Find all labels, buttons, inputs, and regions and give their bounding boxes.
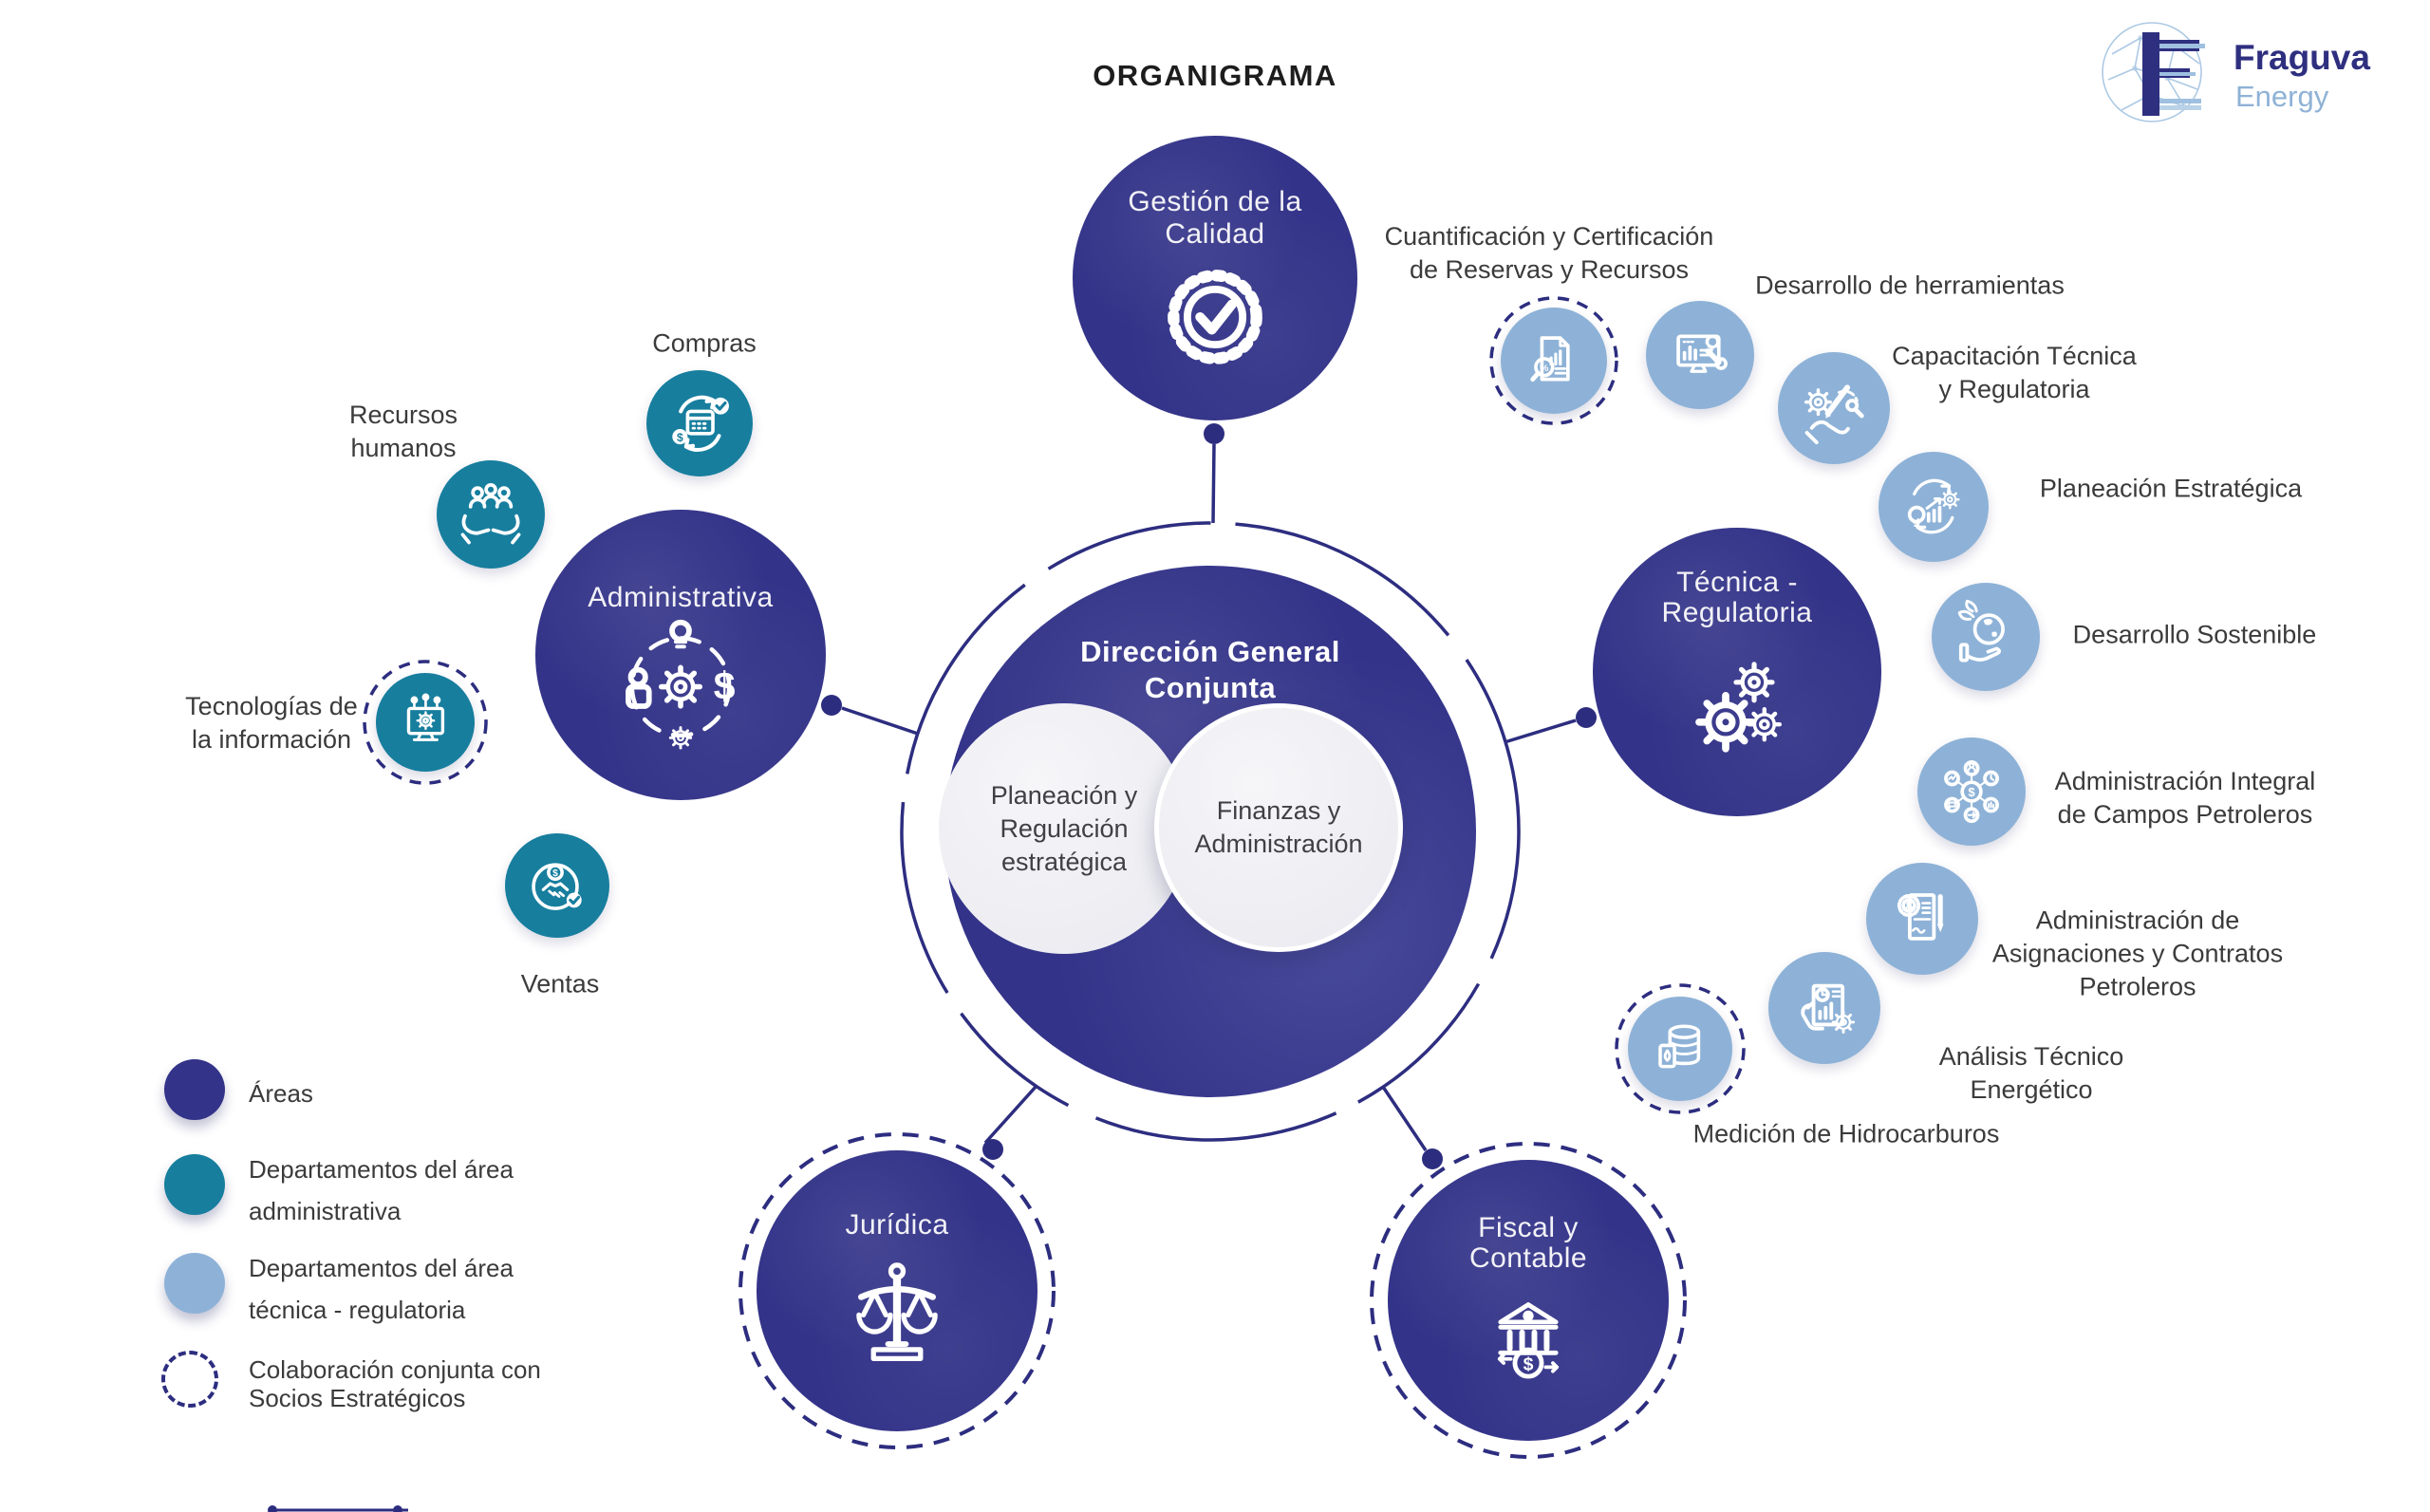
globe-network-letter-icon	[2102, 22, 2205, 122]
dept-desarrollo-herramientas	[1646, 301, 1754, 409]
label-capacitacion: Capacitación Técnica y Regulatoria	[1892, 342, 2137, 403]
label-compras: Compras	[652, 328, 757, 358]
svg-text:IT: IT	[422, 717, 429, 725]
label-campos-petroleros: Administración Integral de Campos Petrol…	[2054, 767, 2316, 829]
gear-pencil-hand-icon	[1804, 383, 1864, 444]
legend-label-tech: Departamentos del área técnica - regulat…	[249, 1254, 514, 1324]
legend-label-collaboration: Colaboración conjunta con Socios Estraté…	[249, 1355, 541, 1412]
globe-leaf-hand-icon	[1957, 599, 2005, 663]
dept-analisis-tecnico-energetico	[1768, 952, 1880, 1064]
svg-text:$: $	[714, 663, 736, 707]
label-analisis-tecnico: Análisis Técnico Energético	[1938, 1042, 2124, 1104]
svg-text:$: $	[1968, 785, 1975, 799]
legend-swatch-collaboration	[161, 1351, 218, 1408]
label-planeacion-estrategica: Planeación Estratégica	[2039, 474, 2303, 503]
it-monitor-gear-icon: IT	[406, 693, 444, 741]
dept-administracion-integral-campos: $	[1917, 737, 2026, 846]
contract-certificate-pen-icon	[1897, 892, 1944, 941]
dept-cuantificacion-certificacion: %	[1501, 308, 1607, 414]
dept-planeacion-estrategica	[1879, 452, 1989, 562]
dept-medicion-hidrocarburos	[1628, 997, 1732, 1101]
legend-swatch-tech	[164, 1253, 225, 1314]
area-gestion-calidad: Gestión de la Calidad	[1073, 136, 1357, 420]
quality-badge-check-icon	[1168, 270, 1262, 364]
label-tecnologias-informacion: Tecnologías de la información	[185, 692, 358, 754]
label-desarrollo-sostenible: Desarrollo Sostenible	[2072, 620, 2317, 649]
legend-swatch-areas	[164, 1059, 225, 1120]
label-ventas: Ventas	[520, 969, 600, 999]
dept-compras: $	[646, 370, 753, 476]
svg-text:$: $	[1523, 1354, 1534, 1375]
admin-process-icon: $	[626, 619, 736, 750]
purchase-cycle-icon: $	[671, 395, 729, 452]
dept-asignaciones-contratos	[1866, 863, 1978, 975]
legend-swatch-admin	[164, 1154, 225, 1215]
oil-barrel-drop-icon	[1658, 1024, 1701, 1069]
bank-money-icon: $	[1497, 1302, 1560, 1379]
area-label: Fiscal y Contable	[1468, 1212, 1588, 1274]
area-tecnica-regulatoria: Técnica - Regulatoria	[1593, 528, 1881, 816]
dept-tecnologias-informacion: IT	[376, 673, 475, 772]
area-fiscal-contable: Fiscal y Contable $	[1388, 1160, 1669, 1441]
chart-document-gear-hand-icon	[1800, 983, 1855, 1034]
report-magnifier-percent-icon: %	[1530, 335, 1570, 382]
label-asignaciones-contratos: Administración de Asignaciones y Contrat…	[1991, 905, 2284, 1001]
page-title: ORGANIGRAMA	[1093, 59, 1337, 92]
label-recursos-humanos: Recursos humanos	[348, 401, 458, 462]
area-label: Administrativa	[588, 582, 774, 613]
svg-text:$: $	[553, 868, 559, 879]
gears-icon	[1680, 649, 1794, 763]
dept-ventas: $	[505, 833, 609, 938]
central-title: Dirección General Conjunta	[1080, 635, 1340, 704]
area-administrativa: Administrativa $	[535, 510, 826, 800]
svg-text:%: %	[1540, 363, 1549, 373]
label-medicion-hidrocarburos: Medición de Hidrocarburos	[1692, 1119, 2000, 1148]
dept-capacitacion-tecnica	[1778, 352, 1890, 464]
area-label: Técnica - Regulatoria	[1661, 567, 1813, 628]
people-in-hands-icon	[460, 482, 521, 545]
area-label: Gestión de la Calidad	[1128, 186, 1302, 250]
logo-brand-text: Fraguva	[2234, 38, 2370, 77]
area-label: Jurídica	[845, 1209, 949, 1241]
monitor-wrench-icon	[1676, 334, 1728, 373]
justice-scale-icon	[856, 1262, 938, 1362]
money-network-icon: $	[1944, 759, 1999, 824]
sub-circle-planeacion-regulacion: Planeación y Regulación estratégica	[939, 703, 1189, 954]
label-cuantificacion: Cuantificación y Certificación de Reserv…	[1384, 222, 1714, 284]
svg-text:$: $	[677, 431, 683, 444]
legend-label-admin: Departamentos del área administrativa	[249, 1155, 514, 1225]
legend-label-areas: Áreas	[249, 1079, 313, 1108]
fraguva-logo: Fraguva Energy	[2093, 11, 2378, 135]
sub-circle-finanzas-administracion: Finanzas y Administración	[1154, 703, 1403, 952]
sub-circle-label: Finanzas y Administración	[1194, 796, 1363, 858]
dept-recursos-humanos	[437, 460, 545, 569]
strategy-cycle-bulb-chart-icon	[1908, 478, 1960, 534]
label-desarrollo-herramientas: Desarrollo de herramientas	[1755, 271, 2065, 300]
area-juridica: Jurídica	[757, 1150, 1037, 1431]
sub-circle-label: Planeación y Regulación estratégica	[990, 780, 1138, 876]
handshake-deal-icon: $	[532, 863, 583, 911]
dept-desarrollo-sostenible	[1932, 583, 2040, 691]
logo-sub-text: Energy	[2235, 80, 2329, 113]
